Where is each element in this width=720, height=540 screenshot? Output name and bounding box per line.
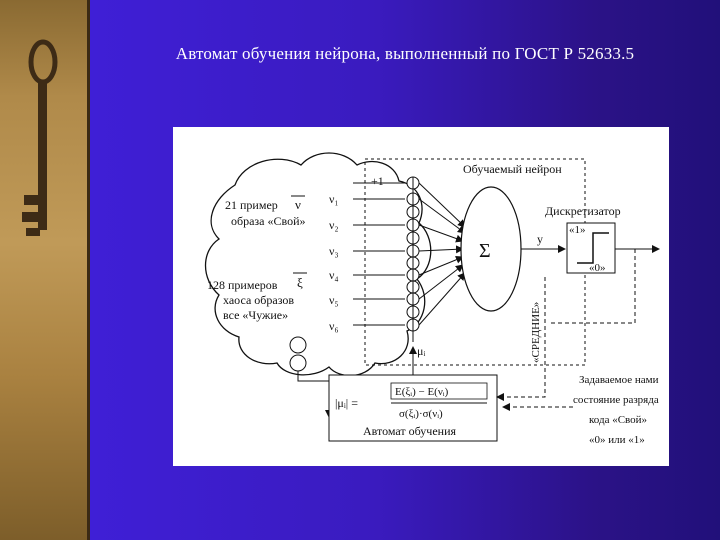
input-label-5: ν₅ <box>329 293 339 307</box>
sum-symbol: Σ <box>479 240 491 262</box>
own-examples-label-2: образа «Свой» <box>231 214 306 228</box>
examples-cloud <box>205 152 432 377</box>
trained-neuron-box <box>364 158 586 366</box>
output-feedback-line <box>496 277 546 401</box>
own-examples-label-1: 21 пример <box>225 198 278 212</box>
foreign-examples-label-3: все «Чужие» <box>223 308 288 322</box>
formula-abs-box <box>390 382 488 400</box>
one-label: «1» <box>569 224 586 236</box>
step-function-icon <box>577 232 609 264</box>
automaton-box <box>328 374 498 442</box>
input-label-1: ν₁ <box>329 192 339 206</box>
input-label-4: ν₄ <box>329 268 339 282</box>
target-state-link <box>551 249 636 324</box>
xi-symbol: ξ <box>297 275 303 290</box>
target-label-2: состояние разряда <box>573 394 659 406</box>
nu-symbol: ν <box>295 197 301 212</box>
target-label-4: «0» или «1» <box>589 434 645 446</box>
input-label-2: ν₂ <box>329 218 339 232</box>
automaton-label: Автомат обучения <box>363 424 457 438</box>
weight-arrows <box>418 182 466 326</box>
selector-node-bottom <box>289 354 307 372</box>
target-label-1: Задаваемое нами <box>579 374 659 386</box>
key-photo-strip <box>0 0 90 540</box>
formula-denominator: σ(ξᵢ)·σ(νᵢ) <box>399 408 443 420</box>
foreign-examples-label-2: хаоса образов <box>223 293 294 307</box>
weight-inputs <box>353 176 420 342</box>
input-label-3: ν₃ <box>329 244 339 258</box>
target-label-3: кода «Свой» <box>589 414 647 426</box>
foreign-examples-label-1: 128 примеров <box>207 278 278 292</box>
discretizer-label: Дискретизатор <box>545 204 621 218</box>
slide-title: Автомат обучения нейрона, выполненный по… <box>175 44 635 63</box>
formula-lhs: |μᵢ| = <box>335 396 358 410</box>
average-label: «СРЕДНИЕ» <box>530 302 542 363</box>
neuron-training-diagram: 21 пример образа «Свой» ν 128 примеров х… <box>173 127 669 466</box>
discretizer-box <box>566 222 616 274</box>
trained-neuron-label: Обучаемый нейрон <box>463 162 562 176</box>
summator-node <box>460 186 522 312</box>
examples-to-automaton-line <box>297 371 333 418</box>
input-label-6: ν₆ <box>329 319 339 333</box>
mu-label: μᵢ <box>417 344 425 358</box>
zero-label: «0» <box>589 262 606 274</box>
formula-numerator: E(ξᵢ) − E(νᵢ) <box>395 386 449 398</box>
key-icon <box>22 39 58 236</box>
y-label: y <box>537 232 543 246</box>
bias-label: +1 <box>371 174 384 188</box>
selector-node-top <box>289 336 307 354</box>
